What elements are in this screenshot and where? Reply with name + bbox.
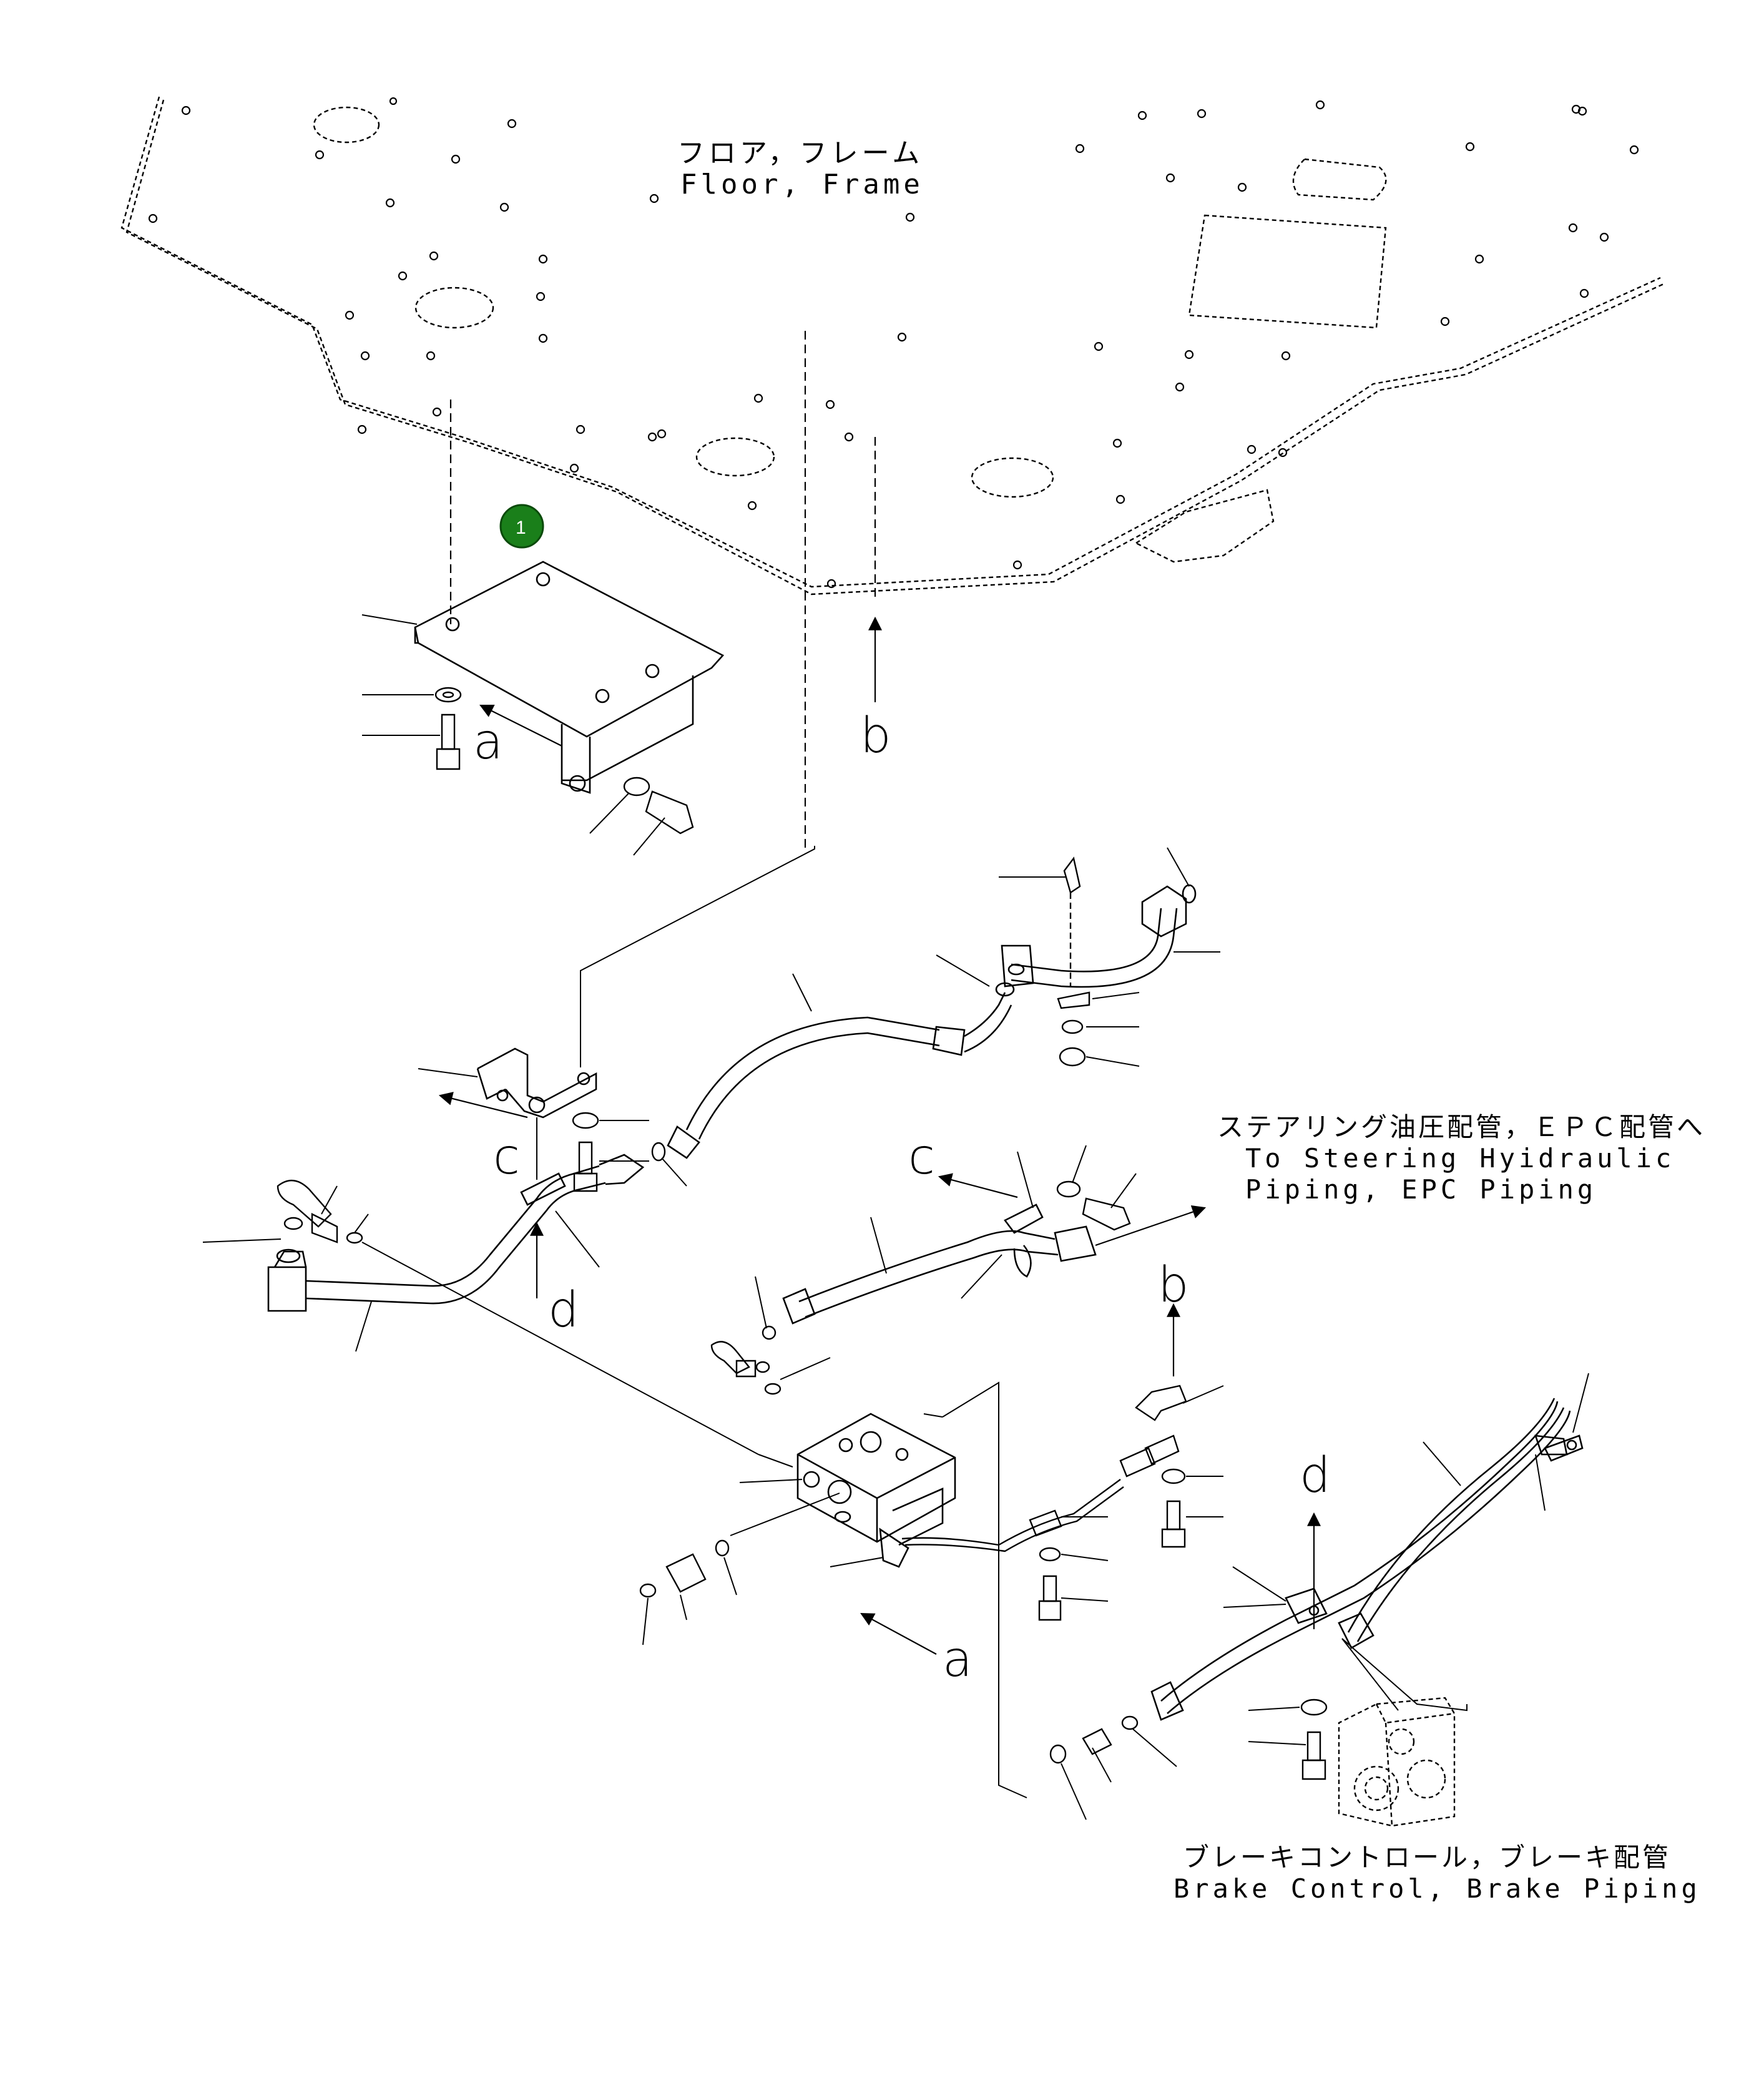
washer-and-bolt-a <box>434 687 694 835</box>
rigid-pipe-left <box>267 1154 645 1312</box>
bolt-guide-lines <box>449 331 876 849</box>
view-letter-a-top: a <box>473 714 503 770</box>
view-arrow-d-left: d <box>530 1222 579 1338</box>
elbow-fitting-mid <box>710 1325 782 1395</box>
floor-frame-label-en: Floor, Frame <box>680 169 924 200</box>
plug-fitting <box>639 1539 730 1598</box>
bolt-mid-right <box>1056 1180 1131 1231</box>
leader-lines-mid-left <box>418 846 815 1180</box>
view-letter-d-left: d <box>548 1282 579 1338</box>
washer-bolt-bottom-right <box>1049 1698 1328 1780</box>
callout-badge[interactable]: 1 <box>499 504 544 549</box>
hose-bottom-right <box>1150 1398 1584 1721</box>
steering-label: ステアリング油圧配管，ＥＰＣ配管へ To Steering Hyidraulic… <box>1217 1112 1705 1205</box>
bracket-c <box>476 1047 597 1119</box>
leader-lines-bottom-right <box>1061 1373 1589 1820</box>
view-letter-c-right: c <box>908 1129 935 1185</box>
hose-top <box>667 982 1015 1159</box>
brake-valve-block <box>1338 1697 1456 1827</box>
view-letter-c-left: c <box>493 1129 520 1185</box>
floor-holes <box>148 97 1639 589</box>
steering-label-en-1: To Steering Hyidraulic <box>1245 1143 1675 1174</box>
rigid-pipe-top-right <box>1001 884 1197 988</box>
view-arrow-b-bottom: b <box>1158 1257 1189 1376</box>
view-arrow-d-right: d <box>1300 1448 1331 1629</box>
brake-label-en: Brake Control, Brake Piping <box>1174 1873 1701 1904</box>
brake-label: ブレーキコントロール，ブレーキ配管 Brake Control, Brake P… <box>1174 1842 1701 1904</box>
hose-middle <box>782 1203 1097 1325</box>
elbow-fitting-left <box>277 1142 666 1244</box>
washer-bolt-c <box>572 1112 599 1192</box>
floor-frame-label: フロア，フレーム Floor, Frame <box>677 137 924 200</box>
view-letter-b-bottom: b <box>1158 1257 1189 1313</box>
floor-frame-label-jp: フロア，フレーム <box>677 137 923 169</box>
leader-lines-hose-middle <box>870 1145 1207 1299</box>
leader-lines-hose-top <box>792 954 990 1012</box>
floor-frame <box>120 96 1664 596</box>
view-arrow-c-left: c <box>438 1092 528 1185</box>
view-letter-a-bottom: a <box>943 1632 973 1688</box>
leader-lines-far-left <box>202 1157 759 1455</box>
brake-label-jp: ブレーキコントロール，ブレーキ配管 <box>1183 1842 1671 1873</box>
callout-number: 1 <box>516 517 526 538</box>
steering-label-jp: ステアリング油圧配管，ＥＰＣ配管へ <box>1217 1112 1705 1142</box>
valve-block <box>796 1413 956 1568</box>
view-arrow-b-top: b <box>860 616 891 764</box>
leader-lines-valve <box>642 1276 1027 1798</box>
leader-lines-top-right <box>999 847 1220 1067</box>
leader-lines-harness <box>1061 1385 1224 1602</box>
view-arrow-a-bottom: a <box>860 1612 973 1688</box>
wire-harness <box>901 1385 1187 1621</box>
view-letter-b-top: b <box>860 708 891 764</box>
leader-lines-top <box>361 614 665 856</box>
view-letter-d-right: d <box>1300 1448 1331 1504</box>
mounting-plate <box>414 561 725 794</box>
clip-and-bolt-top-right <box>1057 856 1090 1067</box>
view-arrow-c-right: c <box>908 1129 1018 1199</box>
steering-label-en-2: Piping, EPC Piping <box>1245 1174 1597 1205</box>
view-arrow-a-top: a <box>473 705 562 770</box>
